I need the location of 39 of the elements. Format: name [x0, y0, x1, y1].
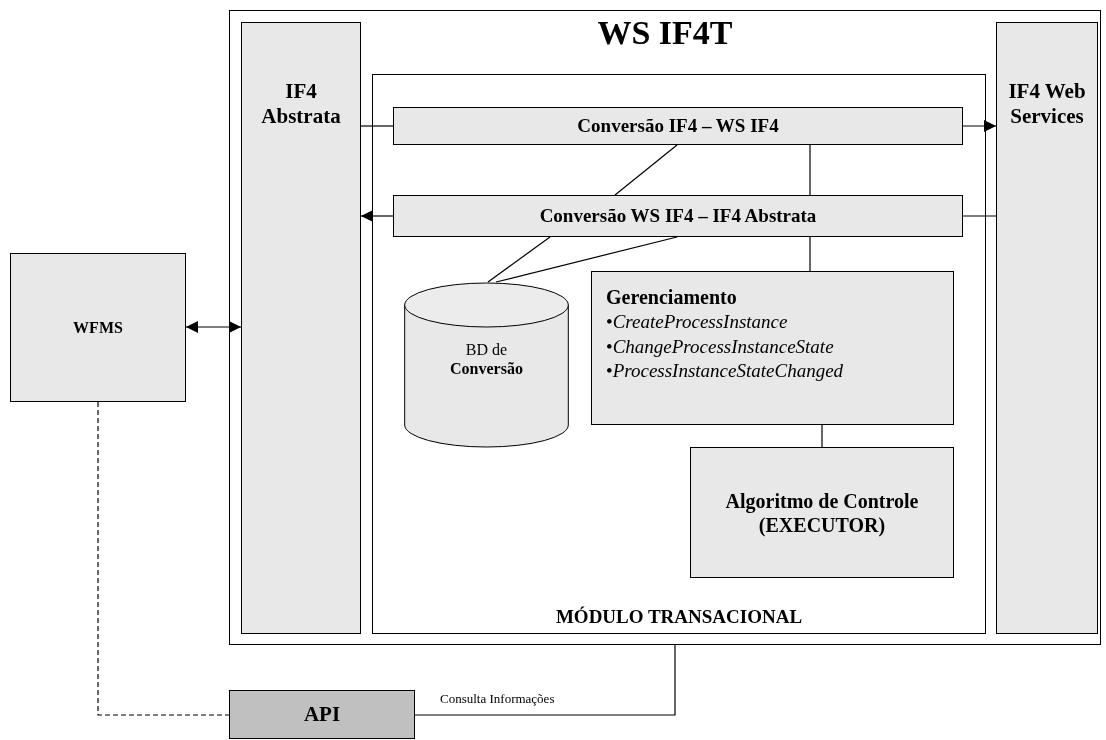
node-label: IF4 Web Services	[1007, 79, 1087, 130]
connector	[360, 125, 394, 127]
process-box	[393, 195, 963, 237]
connector	[487, 236, 551, 283]
connector	[962, 215, 997, 217]
module-panel	[372, 74, 986, 634]
list-item: •ProcessInstanceStateChanged	[606, 359, 844, 384]
list-item: •CreateProcessInstance	[606, 310, 788, 334]
node-label: Gerenciamento	[606, 285, 737, 310]
arrow	[360, 210, 394, 222]
arrow	[185, 321, 242, 333]
edge-label: Consulta Informações	[440, 691, 555, 707]
arrow	[962, 120, 997, 132]
list-item: •ChangeProcessInstanceState	[606, 334, 834, 359]
process-box	[393, 107, 963, 145]
node-label: Conversão WS IF4 – IF4 Abstrata	[539, 204, 817, 228]
node-label: WFMS	[73, 317, 123, 338]
connector	[821, 424, 823, 448]
interface-panel	[241, 22, 361, 634]
node-label: MÓDULO TRANSACIONAL	[555, 606, 803, 629]
connector	[495, 236, 678, 283]
dashed-connector	[97, 401, 230, 716]
system-frame	[229, 10, 1101, 645]
connector	[809, 144, 811, 196]
node-label: IF4 Abstrata	[260, 79, 342, 130]
interface-panel	[996, 22, 1098, 634]
node-label: BD de Conversão	[449, 340, 524, 379]
system-box	[10, 253, 186, 402]
connector	[614, 144, 678, 196]
node-label: Algoritmo de Controle (EXECUTOR)	[724, 488, 920, 537]
api-box	[229, 690, 415, 739]
node-label: Conversão IF4 – WS IF4	[577, 114, 779, 138]
database-cylinder	[404, 282, 569, 448]
node-label: API	[303, 701, 341, 728]
process-box	[690, 447, 954, 578]
process-box	[591, 271, 954, 425]
frame-title: WS IF4T	[597, 13, 733, 53]
connector	[809, 236, 811, 272]
connector	[414, 644, 676, 716]
